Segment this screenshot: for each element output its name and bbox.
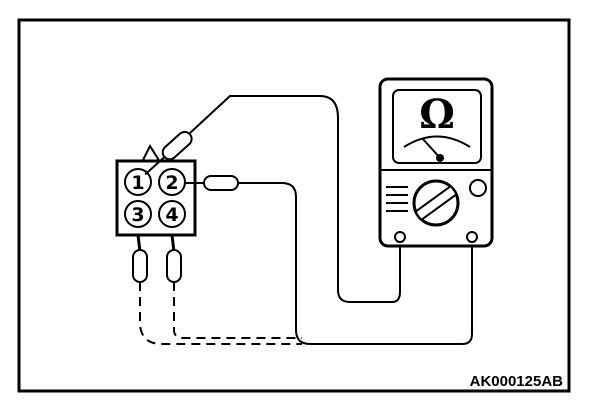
pin-4-terminal [166,249,182,283]
harness-wire-pin3 [139,282,302,345]
connector: 1 2 3 4 [115,143,197,253]
pin-3-terminal [132,249,148,283]
pin-1-cell [124,168,152,196]
meter-scale-arc [403,135,471,148]
harness-wire-pin4 [173,282,302,339]
pin-3-cell [124,200,152,228]
meter-terminal-right [466,231,478,243]
pin-3-label: 3 [131,204,144,226]
figure-code-label: AK000125AB [470,373,564,390]
probe-pin1 [144,130,193,176]
range-dial-pointer [415,185,457,221]
meter-needle-pivot [436,154,444,162]
ohm-symbol: Ω [419,91,455,138]
probe-wire-pin1 [189,95,401,303]
ohmmeter: Ω [378,77,494,248]
meter-display [392,89,482,164]
probe-pin2 [185,175,239,191]
pin-1-label: 1 [131,172,144,194]
probe-wire-pin2 [236,182,473,345]
meter-terminal-left [394,231,406,243]
pin-4-cell [158,200,186,228]
pin-2-label: 2 [165,172,178,194]
zero-adjust-knob [469,179,487,197]
pin-4-label: 4 [165,204,178,226]
